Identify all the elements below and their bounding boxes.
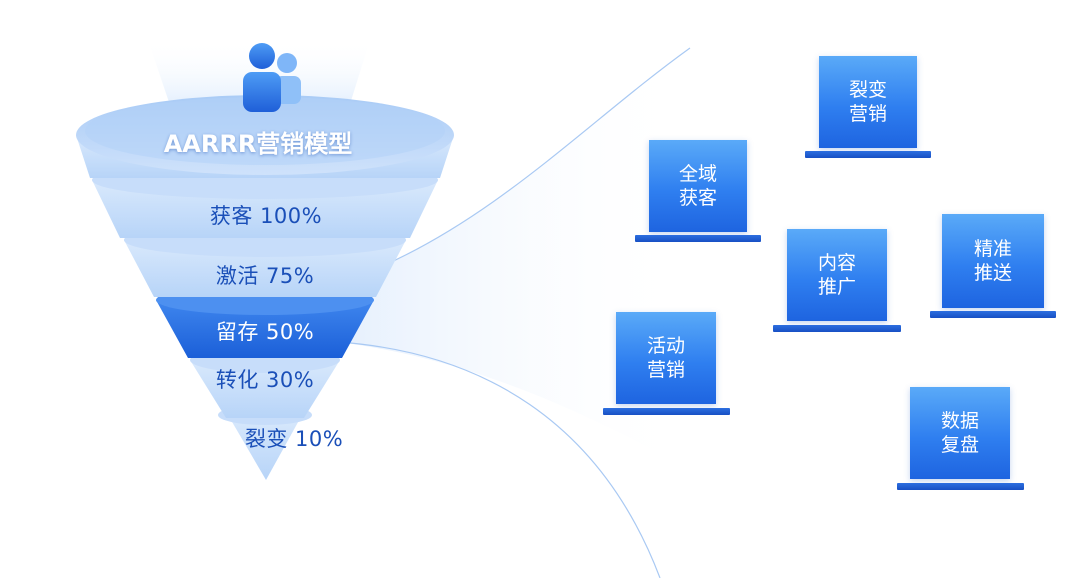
laptop-label: 内容 推广 xyxy=(817,252,856,298)
stage-referral-label: 裂变 10% xyxy=(244,427,344,451)
stage-conversion-label: 转化 30% xyxy=(215,368,315,392)
laptop-label: 活动 营销 xyxy=(646,335,685,381)
stage-activation-label: 激活 75% xyxy=(215,264,315,288)
laptop-icon: 精准 推送 xyxy=(930,214,1056,320)
stage-retention-label: 留存 50% xyxy=(215,320,315,344)
laptop-label: 裂变 营销 xyxy=(848,79,887,125)
laptop-icon: 全域 获客 xyxy=(635,140,761,244)
laptop-icon: 裂变 营销 xyxy=(805,56,931,160)
funnel-title: AARRR营销模型 xyxy=(163,130,353,158)
laptop-label: 数据 复盘 xyxy=(940,410,979,456)
stage-acquisition-label: 获客 100% xyxy=(209,204,323,228)
users-icon xyxy=(243,43,301,112)
laptop-label: 全域 获客 xyxy=(678,163,717,209)
laptop-icon: 内容 推广 xyxy=(773,229,901,333)
laptop-icon: 数据 复盘 xyxy=(897,387,1024,492)
laptop-icon: 活动 营销 xyxy=(603,312,730,416)
laptop-label: 精准 推送 xyxy=(973,238,1012,284)
